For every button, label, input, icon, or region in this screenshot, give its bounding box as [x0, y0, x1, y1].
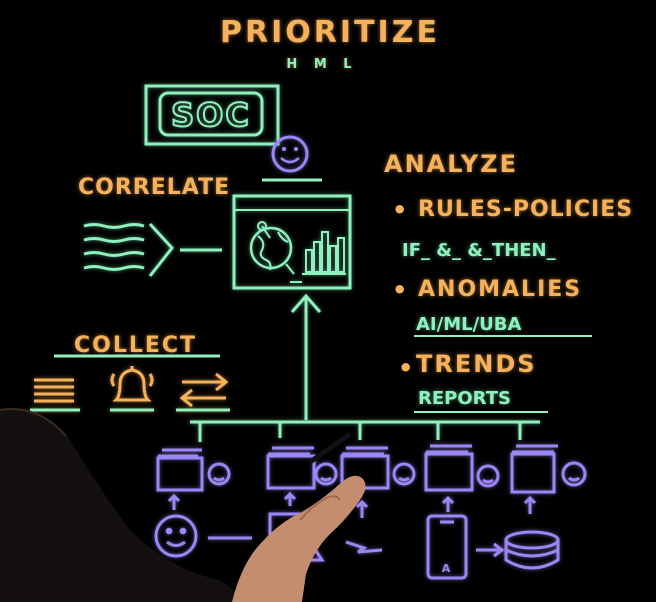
- rules-policies-detail: IF_ &_ &_THEN_: [402, 240, 556, 261]
- folder-stack-icon: [424, 444, 474, 492]
- folder-stack-icon: [156, 448, 204, 492]
- bar-chart-icon: [302, 231, 346, 275]
- wireless-link-icon: [345, 540, 383, 554]
- correlate-label: CORRELATE: [78, 175, 230, 200]
- presenter-silhouette: [0, 408, 366, 602]
- analyst-smiley-icon: [271, 135, 309, 173]
- title-main: PRIORITIZE: [220, 15, 440, 50]
- anomalies-label: ANOMALIES: [418, 277, 582, 302]
- alarm-bell-icon: [110, 366, 154, 412]
- user-smiley-icon: [314, 462, 338, 486]
- user-smiley-icon: [561, 461, 587, 487]
- collect-label: COLLECT: [74, 333, 197, 358]
- folder-stack-icon: [510, 444, 558, 494]
- folder-stack-icon: [266, 446, 316, 490]
- user-smiley-icon: [207, 462, 231, 486]
- log-stack-icon: [30, 378, 80, 412]
- transfer-arrows-icon: [176, 372, 230, 412]
- soc-box: SOC: [144, 84, 280, 146]
- database-icon: [504, 530, 560, 570]
- log-lines-icon: [83, 222, 222, 277]
- anomalies-detail: AI/ML/UBA: [416, 314, 521, 335]
- analyze-bullet-1: •: [392, 196, 407, 224]
- trends-label: TRENDS: [416, 350, 537, 378]
- collection-bus: [190, 420, 540, 442]
- phone-icon: [426, 514, 468, 580]
- analyze-bullet-2: •: [392, 276, 407, 304]
- trends-detail: REPORTS: [418, 388, 511, 409]
- phone-label: A: [442, 562, 451, 575]
- analyze-bullet-3: •: [398, 354, 413, 382]
- analyze-heading: ANALYZE: [384, 150, 518, 178]
- data-sources: A: [154, 444, 587, 580]
- user-smiley-icon: [476, 464, 500, 488]
- user-smiley-icon: [392, 462, 416, 486]
- title-sub: H M L: [286, 57, 357, 72]
- flow-arrow-up: [290, 293, 322, 420]
- monitor-icon: [232, 194, 352, 290]
- user-smiley-icon: [154, 514, 198, 558]
- soc-label: SOC: [171, 96, 251, 134]
- globe-icon: [249, 221, 302, 283]
- rules-policies-label: RULES-POLICIES: [418, 197, 633, 222]
